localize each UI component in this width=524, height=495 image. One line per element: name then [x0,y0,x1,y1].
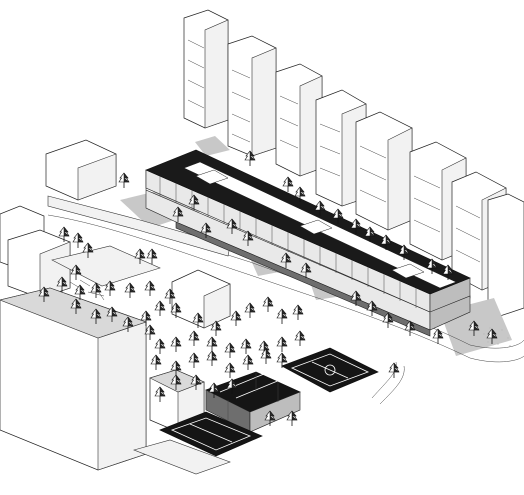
tree [70,298,82,314]
tree [300,262,312,278]
tree [276,336,288,352]
tree [276,308,288,324]
tree [364,226,376,242]
tree [442,264,454,280]
tree [242,230,254,246]
tree [118,172,130,188]
tree [164,288,176,304]
tree [188,352,200,368]
tree [208,382,220,398]
tree [258,340,270,356]
tree [144,324,156,340]
main-slab-building [145,149,471,337]
tree [70,264,82,280]
tree [106,306,118,322]
tree [188,194,200,210]
tree [242,354,254,370]
tree [172,206,184,222]
tree [56,276,68,292]
tree [90,282,102,298]
tree [82,242,94,258]
tree [230,310,242,326]
tree [366,300,378,316]
tree [206,350,218,366]
tree [468,320,480,336]
tree [170,336,182,352]
tree [314,200,326,216]
tree [486,328,498,344]
tree [90,308,102,324]
tree [224,342,236,358]
tree [398,244,410,260]
tree [276,352,288,368]
tree [140,310,152,326]
tree [124,282,136,298]
tree [226,218,238,234]
tree [192,312,204,328]
tree [200,222,212,238]
tree [190,374,202,390]
tree [224,362,236,378]
tree [146,248,158,264]
tree [74,284,86,300]
tree [294,186,306,202]
tree [104,280,116,296]
tree [380,234,392,250]
tree [226,378,238,394]
tree [264,410,276,426]
tree [244,302,256,318]
trees [38,150,498,426]
tree [134,248,146,264]
tree [58,226,70,242]
tree [294,330,306,346]
background-tower-blocks [183,9,524,317]
tree [206,336,218,352]
tree [382,312,394,328]
tree [154,338,166,354]
tree [292,304,304,320]
tree [404,320,416,336]
tree [260,348,272,364]
tree [72,232,84,248]
tree [432,328,444,344]
tree [144,280,156,296]
tree [170,374,182,390]
left-buildings [0,139,231,475]
tree [154,300,166,316]
tree [170,360,182,376]
tree [154,386,166,402]
tree [188,330,200,346]
tree [170,302,182,318]
tree [38,286,50,302]
tree [350,218,362,234]
tree [280,252,292,268]
tree [282,176,294,192]
tree [350,290,362,306]
tree [150,354,162,370]
tree [426,258,438,274]
tree [286,410,298,426]
tree [240,338,252,354]
tree [262,296,274,312]
tree [244,150,256,166]
tree [122,316,134,332]
tree [388,362,400,378]
tree [210,320,222,336]
tree [332,208,344,224]
